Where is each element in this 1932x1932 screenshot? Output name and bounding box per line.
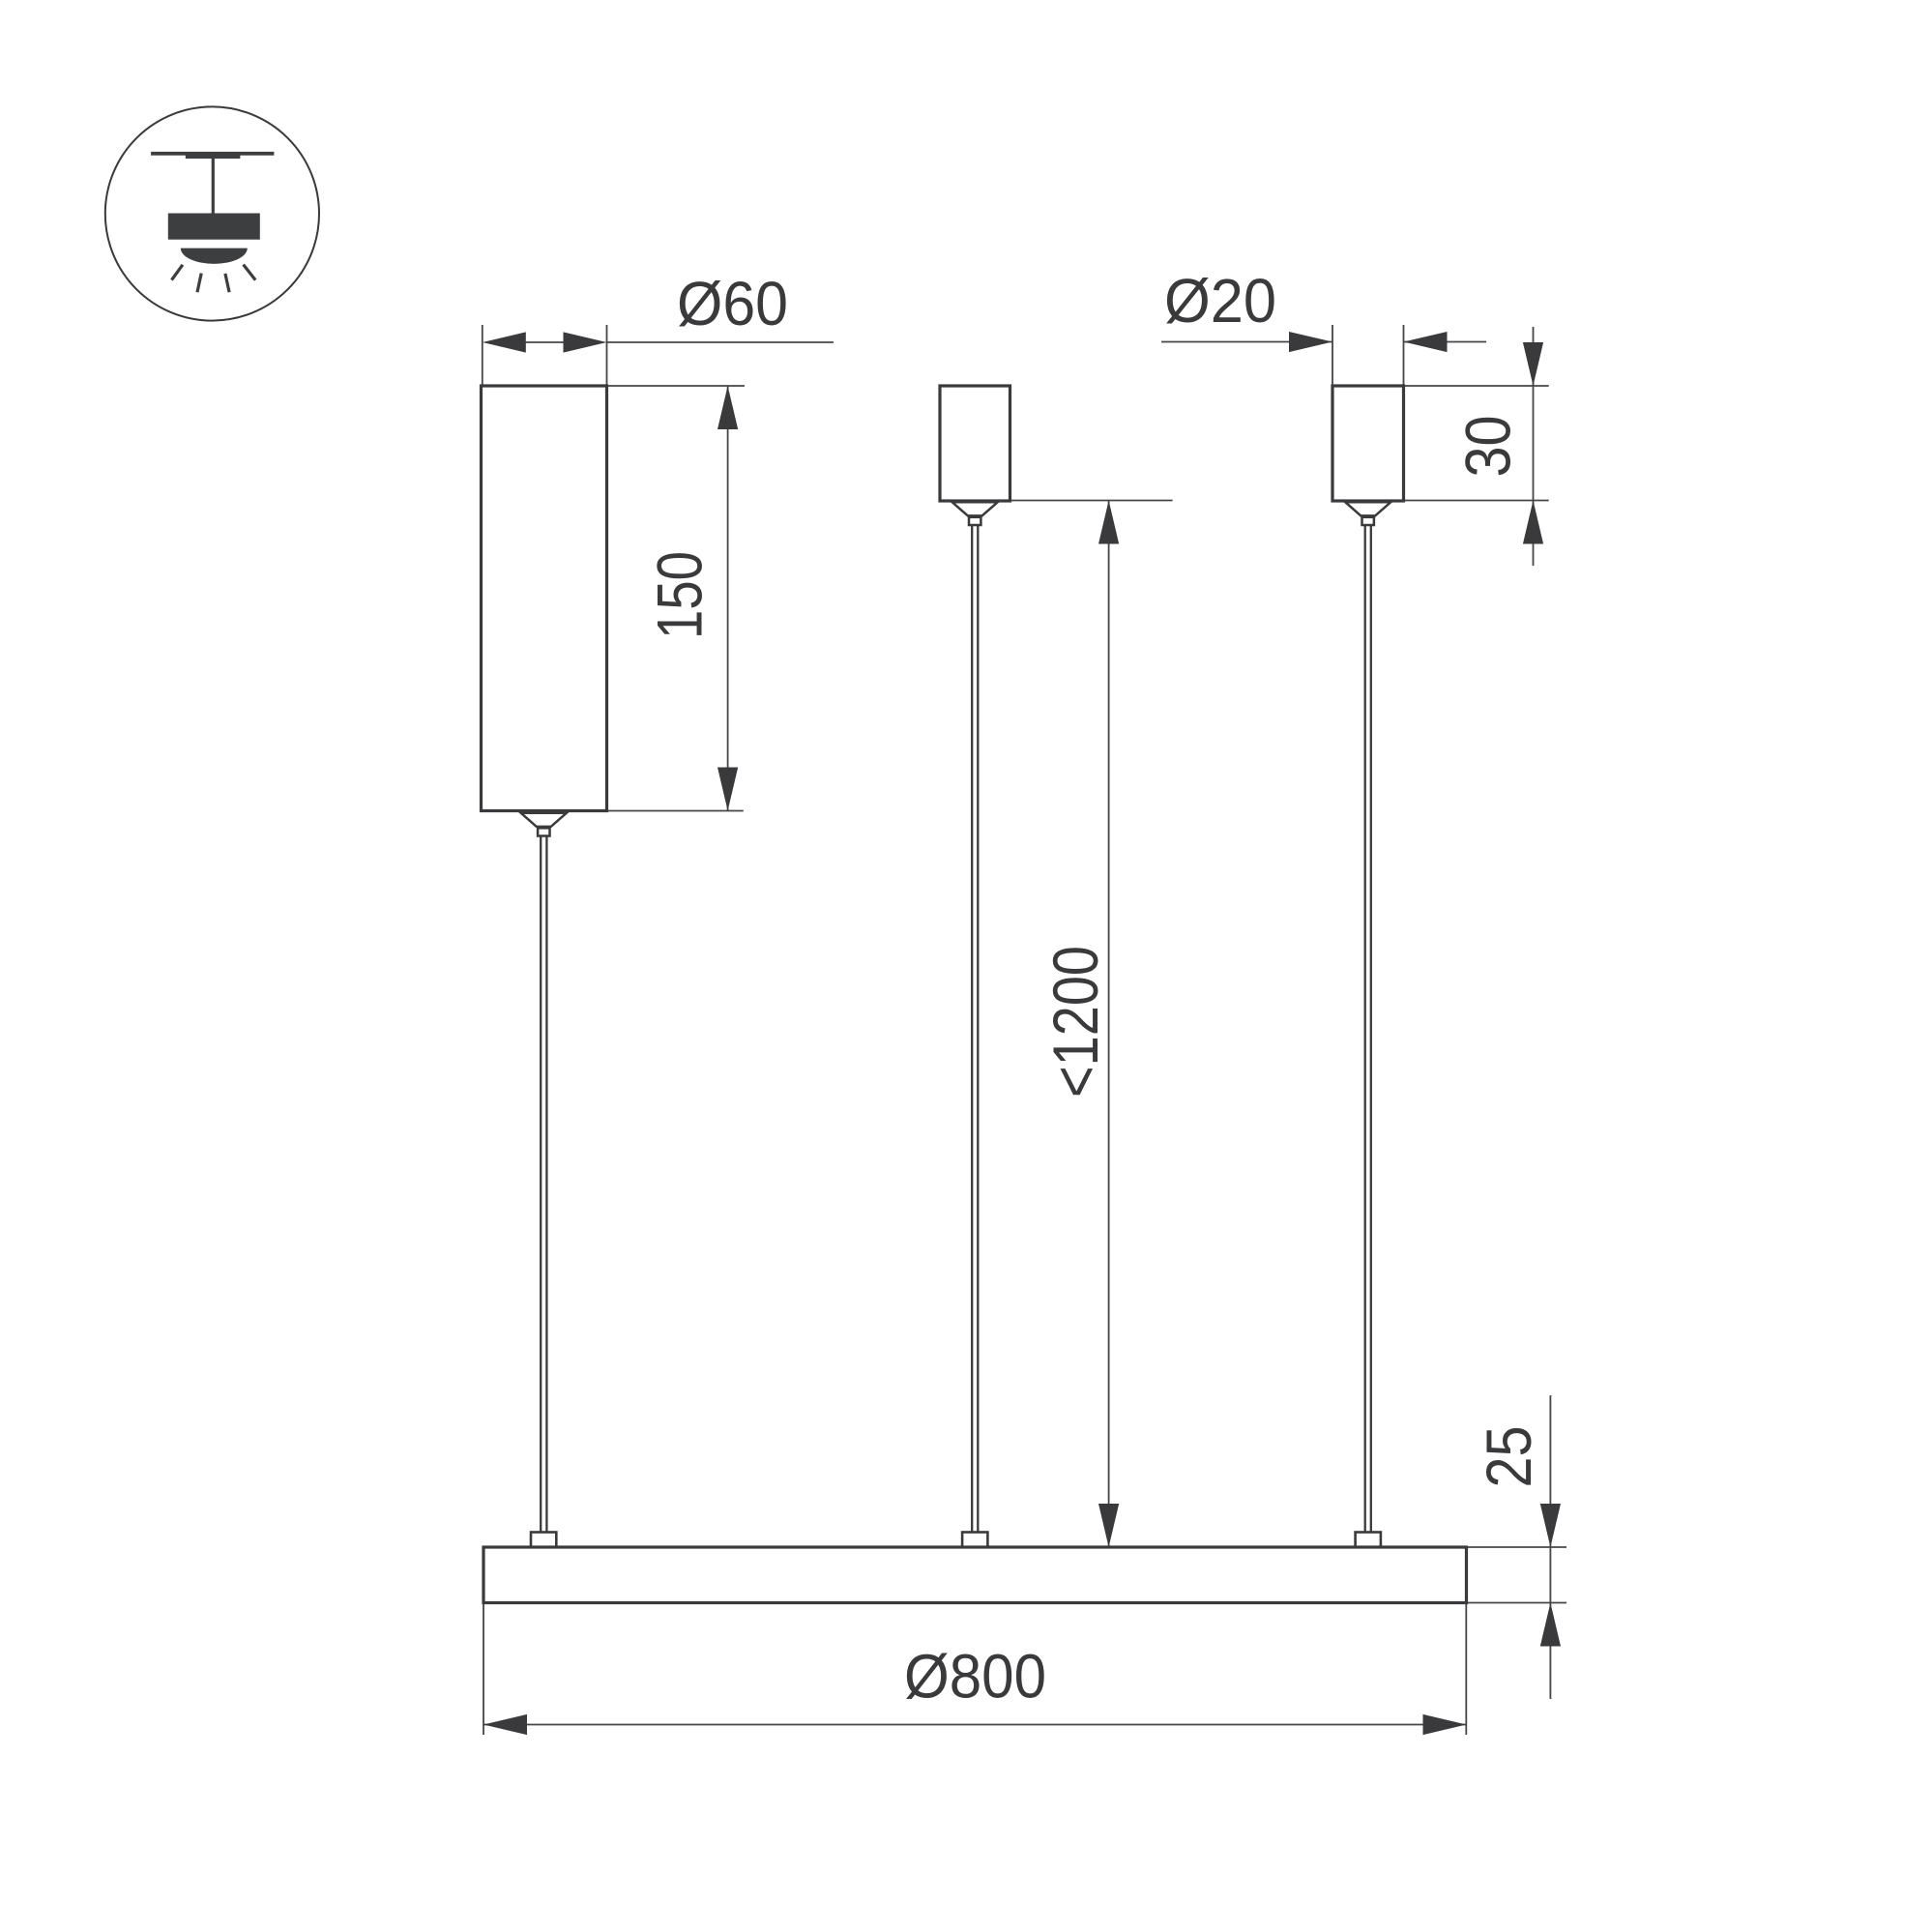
svg-text:Ø800: Ø800 — [904, 1642, 1046, 1712]
svg-text:Ø60: Ø60 — [677, 269, 788, 338]
svg-text:25: 25 — [1473, 1426, 1544, 1488]
svg-text:Ø20: Ø20 — [1164, 266, 1276, 336]
svg-text:<1200: <1200 — [1039, 946, 1111, 1098]
svg-text:30: 30 — [1452, 416, 1524, 478]
svg-text:150: 150 — [644, 551, 716, 639]
